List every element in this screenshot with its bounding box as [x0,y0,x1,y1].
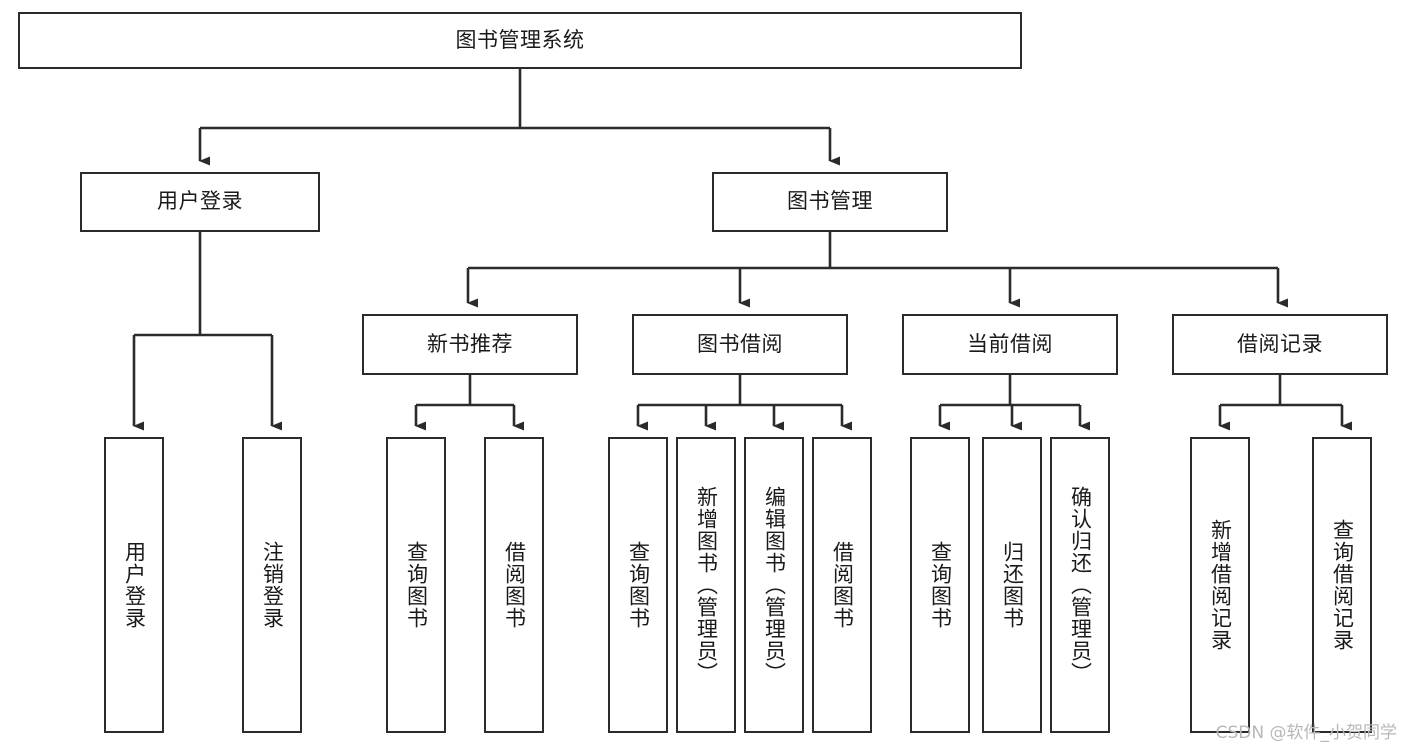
node-level3-current-borrow[interactable]: 当前借阅 [902,314,1118,375]
node-leaf-leaf-borrow-book-a[interactable]: 借阅图书 [484,437,544,733]
node-root-root[interactable]: 图书管理系统 [18,12,1022,69]
node-leaf-leaf-query-record[interactable]: 查询借阅记录 [1312,437,1372,733]
node-label: 查询图书 [928,541,953,629]
node-label: 用户登录 [157,189,243,214]
node-leaf-leaf-edit-book[interactable]: 编辑图书（管理员） [744,437,804,733]
node-label: 借阅图书 [502,541,527,629]
node-label: 新书推荐 [427,331,513,356]
node-leaf-leaf-confirm-return[interactable]: 确认归还（管理员） [1050,437,1110,733]
node-leaf-leaf-return-book[interactable]: 归还图书 [982,437,1042,733]
node-label: 查询图书 [404,541,429,629]
node-leaf-leaf-query-book-c[interactable]: 查询图书 [910,437,970,733]
csdn-watermark: CSDN @软件_小贺同学 [1215,723,1397,743]
node-label: 注销登录 [260,541,285,629]
node-leaf-leaf-borrow-book-b[interactable]: 借阅图书 [812,437,872,733]
node-level3-book-borrow[interactable]: 图书借阅 [632,314,848,375]
node-leaf-leaf-query-book-a[interactable]: 查询图书 [386,437,446,733]
node-level3-borrow-record[interactable]: 借阅记录 [1172,314,1388,375]
node-leaf-leaf-add-book[interactable]: 新增图书（管理员） [676,437,736,733]
node-leaf-leaf-user-login[interactable]: 用户登录 [104,437,164,733]
node-label: 图书管理 [787,189,873,214]
node-label: 确认归还（管理员） [1068,486,1093,684]
node-label: 归还图书 [1000,541,1025,629]
node-level2-book-manage[interactable]: 图书管理 [712,172,948,232]
node-label: 新增图书（管理员） [694,486,719,684]
node-level2-user-login[interactable]: 用户登录 [80,172,320,232]
node-label: 查询图书 [626,541,651,629]
node-label: 当前借阅 [967,331,1053,356]
node-leaf-leaf-logout-login[interactable]: 注销登录 [242,437,302,733]
node-level3-new-book-rec[interactable]: 新书推荐 [362,314,578,375]
node-label: 用户登录 [122,541,147,629]
node-label: 编辑图书（管理员） [762,486,787,684]
node-leaf-leaf-add-record[interactable]: 新增借阅记录 [1190,437,1250,733]
node-leaf-leaf-query-book-b[interactable]: 查询图书 [608,437,668,733]
node-label: 图书管理系统 [455,27,585,52]
node-label: 借阅图书 [830,541,855,629]
node-label: 图书借阅 [697,331,783,356]
node-label: 新增借阅记录 [1208,519,1233,651]
node-label: 借阅记录 [1237,331,1323,356]
node-label: 查询借阅记录 [1330,519,1355,651]
